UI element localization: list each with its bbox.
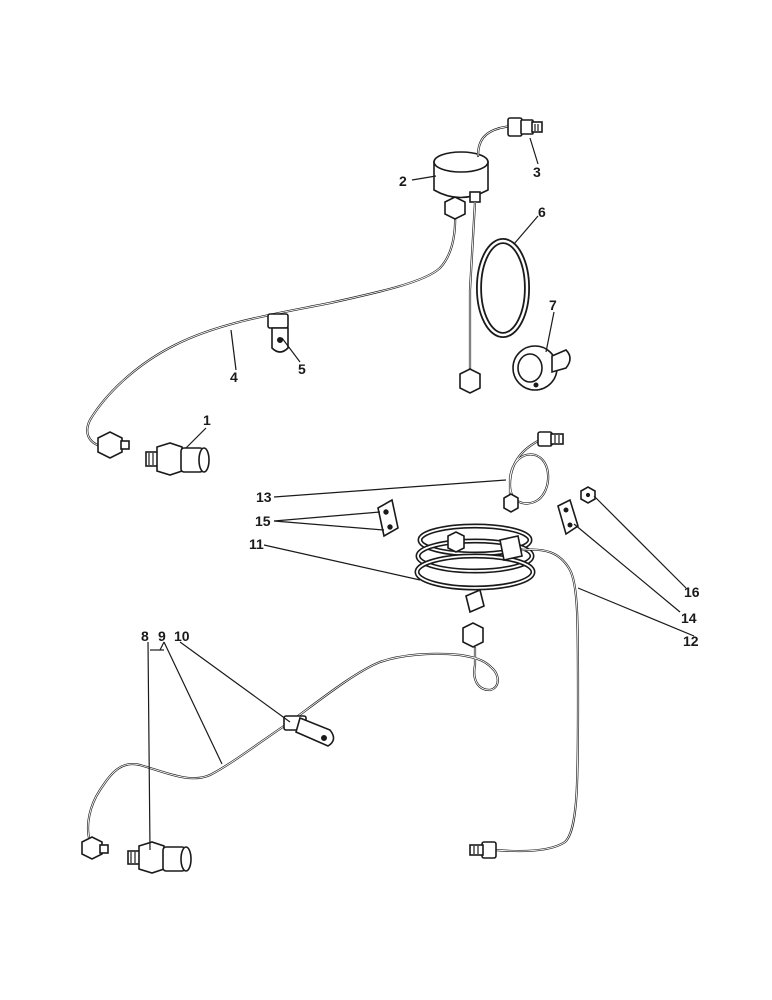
callout-10: 10	[174, 628, 190, 644]
callout-2: 2	[399, 173, 407, 189]
callout-5: 5	[298, 361, 306, 377]
ring-6	[476, 238, 530, 338]
callout-4: 4	[230, 369, 238, 385]
elbow-pipe-3	[476, 124, 512, 158]
callout-labels: 1 2 3 4 5 6 7 8 9 10 11 12 13 14 15 16	[141, 164, 700, 649]
callout-16: 16	[684, 584, 700, 600]
cap-7	[512, 345, 571, 391]
sender-8	[127, 841, 192, 874]
drop-pipe	[459, 200, 481, 394]
coil-11	[414, 523, 536, 614]
callout-14: 14	[681, 610, 697, 626]
callout-9: 9	[158, 628, 166, 644]
clip-10	[283, 715, 335, 747]
bolt-16	[580, 486, 596, 504]
clip-14	[557, 498, 579, 536]
pipe-loop-13	[503, 431, 564, 513]
callout-13: 13	[256, 489, 272, 505]
callout-3: 3	[533, 164, 541, 180]
pipe-4	[86, 210, 457, 448]
callout-15: 15	[255, 513, 271, 529]
clip-5	[267, 313, 289, 353]
callout-7: 7	[549, 297, 557, 313]
leader-lines	[147, 137, 695, 851]
sender-1	[145, 442, 210, 476]
callout-11: 11	[249, 536, 264, 552]
clip-15	[377, 498, 399, 538]
gauge-top-nut	[444, 196, 466, 220]
callout-6: 6	[538, 204, 546, 220]
gauge-2	[433, 151, 489, 203]
callout-12: 12	[683, 633, 699, 649]
fitting-3	[507, 117, 543, 137]
pipe-9	[81, 622, 499, 860]
callout-8: 8	[141, 628, 149, 644]
pipe-4-end-nut	[97, 431, 130, 459]
pipe-12	[469, 548, 580, 859]
callout-1: 1	[203, 412, 211, 428]
